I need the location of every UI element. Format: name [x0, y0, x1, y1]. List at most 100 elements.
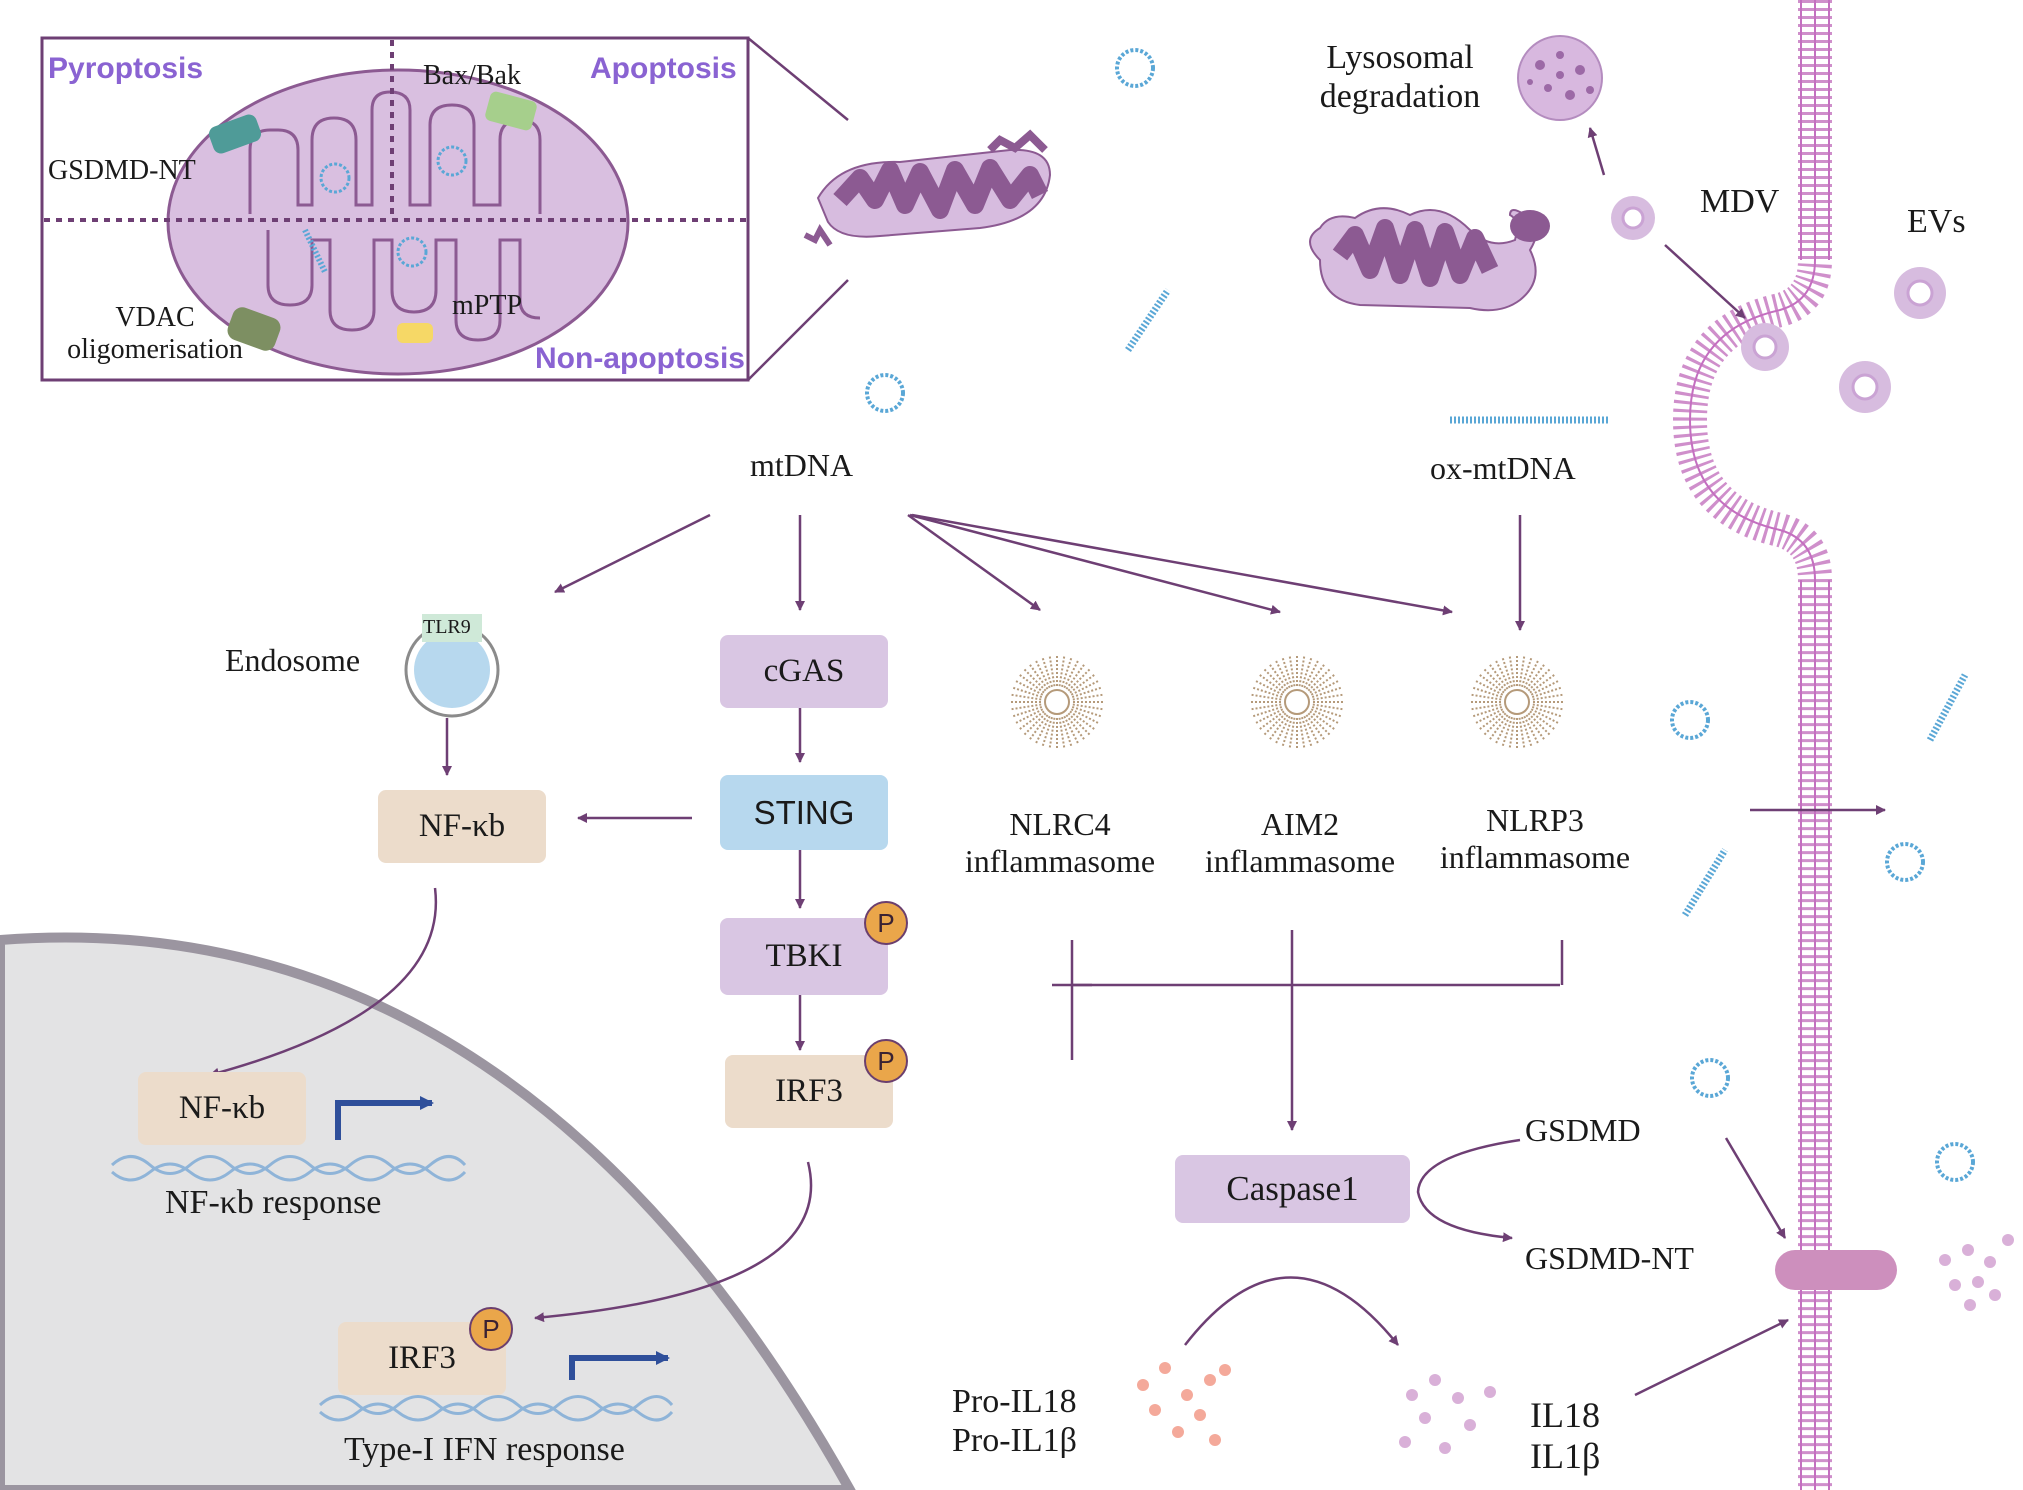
- inflammasome-ray: [1063, 715, 1079, 744]
- inflammasome-ray: [1520, 716, 1533, 747]
- inflammasome-ray: [1472, 705, 1503, 718]
- inflammasome-ray: [1288, 656, 1296, 687]
- caspase1-box: Caspase1: [1175, 1155, 1410, 1223]
- budding-mitochondrion: [1309, 207, 1550, 312]
- inflammasome-ray: [1303, 715, 1319, 744]
- inflammasome-ray: [1310, 708, 1339, 724]
- gsdmd-nt-label: GSDMD-NT: [1525, 1240, 1694, 1276]
- ifn-response-label: Type-I IFN response: [344, 1431, 625, 1468]
- inflammasome-ray: [1019, 710, 1045, 730]
- inflammasome-ray: [1269, 714, 1289, 740]
- dna-irf3: [318, 1395, 674, 1422]
- inflammasome-ray: [1471, 693, 1502, 701]
- inflammasome-ray: [1023, 668, 1047, 692]
- inflammasome-ray: [1041, 657, 1054, 688]
- gsdmd-label: GSDMD: [1525, 1112, 1641, 1148]
- inflammasome-ray: [1312, 693, 1343, 701]
- dna-nfkb: [110, 1155, 467, 1182]
- mature-cytokines: [1399, 1374, 1496, 1454]
- inflammasome-ray: [1041, 716, 1054, 747]
- inflammasome-ray: [1275, 715, 1291, 744]
- cgas-box: cGAS: [720, 635, 888, 708]
- inflammasome-ray: [1065, 664, 1085, 690]
- gsdmd-nt-inset-label: GSDMD-NT: [48, 155, 196, 186]
- inflammasome-ray: [1067, 712, 1091, 736]
- tbki-box: TBKI: [720, 918, 888, 995]
- inflammasome-ray: [1527, 668, 1551, 692]
- inflammasome-ray: [1475, 680, 1504, 696]
- inflammasome-ray: [1529, 674, 1555, 694]
- inflammasome-ray: [1305, 664, 1325, 690]
- inflammasome-ray: [1255, 708, 1284, 724]
- inflammasome-ray: [1023, 712, 1047, 736]
- nucleus-nfkb-box: NF-κb: [138, 1072, 306, 1145]
- inflammasome-ray: [1259, 674, 1285, 694]
- inflammasome-ray: [1532, 703, 1563, 711]
- inflammasome-ray: [1015, 708, 1044, 724]
- inflammasome-ray: [1255, 680, 1284, 696]
- inflammasome-ray: [1531, 705, 1562, 718]
- inflammasome-ray: [1252, 686, 1283, 699]
- inflammasome-ray: [1251, 693, 1282, 701]
- inflammasome-ray: [1298, 656, 1306, 687]
- inflammasome-ray: [1310, 680, 1339, 696]
- irf3-phospho-badge: P: [864, 1039, 908, 1083]
- inflammasome-ray: [1309, 674, 1335, 694]
- inflammasome-ray: [1067, 668, 1091, 692]
- inflammasome-ray: [1288, 717, 1296, 748]
- inflammasome-ray: [1029, 664, 1049, 690]
- pro-cytokines: [1137, 1362, 1231, 1446]
- sting-box: STING: [720, 775, 888, 850]
- tlr9-label: TLR9: [423, 616, 471, 638]
- inflammasome-ray: [1311, 686, 1342, 699]
- inflammasome-ray: [1048, 717, 1056, 748]
- inflammasome-ray: [1495, 660, 1511, 689]
- inflammasome-ray: [1525, 714, 1545, 740]
- inflammasome-ray: [1012, 705, 1043, 718]
- inflammasome-ray: [1523, 715, 1539, 744]
- inset-non-apoptosis-label: Non-apoptosis: [535, 342, 745, 375]
- inflammasome-ray: [1263, 668, 1287, 692]
- inflammasome-ray: [1518, 717, 1526, 748]
- evs-label: EVs: [1907, 203, 1966, 240]
- inflammasome-ray: [1058, 656, 1066, 687]
- inflammasome-ray: [1483, 668, 1507, 692]
- inflammasome-ray: [1281, 657, 1294, 688]
- inflammasome-ray: [1300, 657, 1313, 688]
- inset-apoptosis-label: Apoptosis: [590, 52, 737, 85]
- nucleus-shape: [0, 932, 856, 1490]
- vesicles: [1611, 196, 1946, 413]
- inflammasome-ray: [1298, 717, 1306, 748]
- inflammasome-ray: [1035, 715, 1051, 744]
- inflammasome-ray: [1520, 657, 1533, 688]
- mtdna-label: mtDNA: [750, 447, 854, 483]
- inflammasome-ray: [1071, 705, 1102, 718]
- inflammasome-ray: [1035, 660, 1051, 689]
- inflammasome-ray: [1019, 674, 1045, 694]
- inflammasome-ray: [1508, 656, 1516, 687]
- released-cytokines: [1939, 1234, 2014, 1311]
- inflammasome-ray: [1012, 686, 1043, 699]
- inflammasome-ray: [1305, 714, 1325, 740]
- inflammasome-ray: [1508, 717, 1516, 748]
- inflammasome-ray: [1489, 664, 1509, 690]
- bax-bak-label: Bax/Bak: [423, 60, 521, 91]
- inflammasome-ray: [1501, 716, 1514, 747]
- inflammasome-ray: [1251, 703, 1282, 711]
- inflammasome-ray: [1300, 716, 1313, 747]
- linear-mtdna: [1125, 288, 1969, 917]
- endosome-label: Endosome: [225, 642, 361, 678]
- inflammasome-ray: [1311, 705, 1342, 718]
- inflammasome-ray: [1479, 710, 1505, 730]
- tbki-phospho-badge: P: [864, 901, 908, 945]
- inflammasome-ray: [1071, 686, 1102, 699]
- inflammasome-ray: [1015, 680, 1044, 696]
- inflammasome-ray: [1070, 708, 1099, 724]
- inflammasome-ray: [1275, 660, 1291, 689]
- inflammasome-ray: [1072, 703, 1103, 711]
- inflammasome-ray: [1011, 693, 1042, 701]
